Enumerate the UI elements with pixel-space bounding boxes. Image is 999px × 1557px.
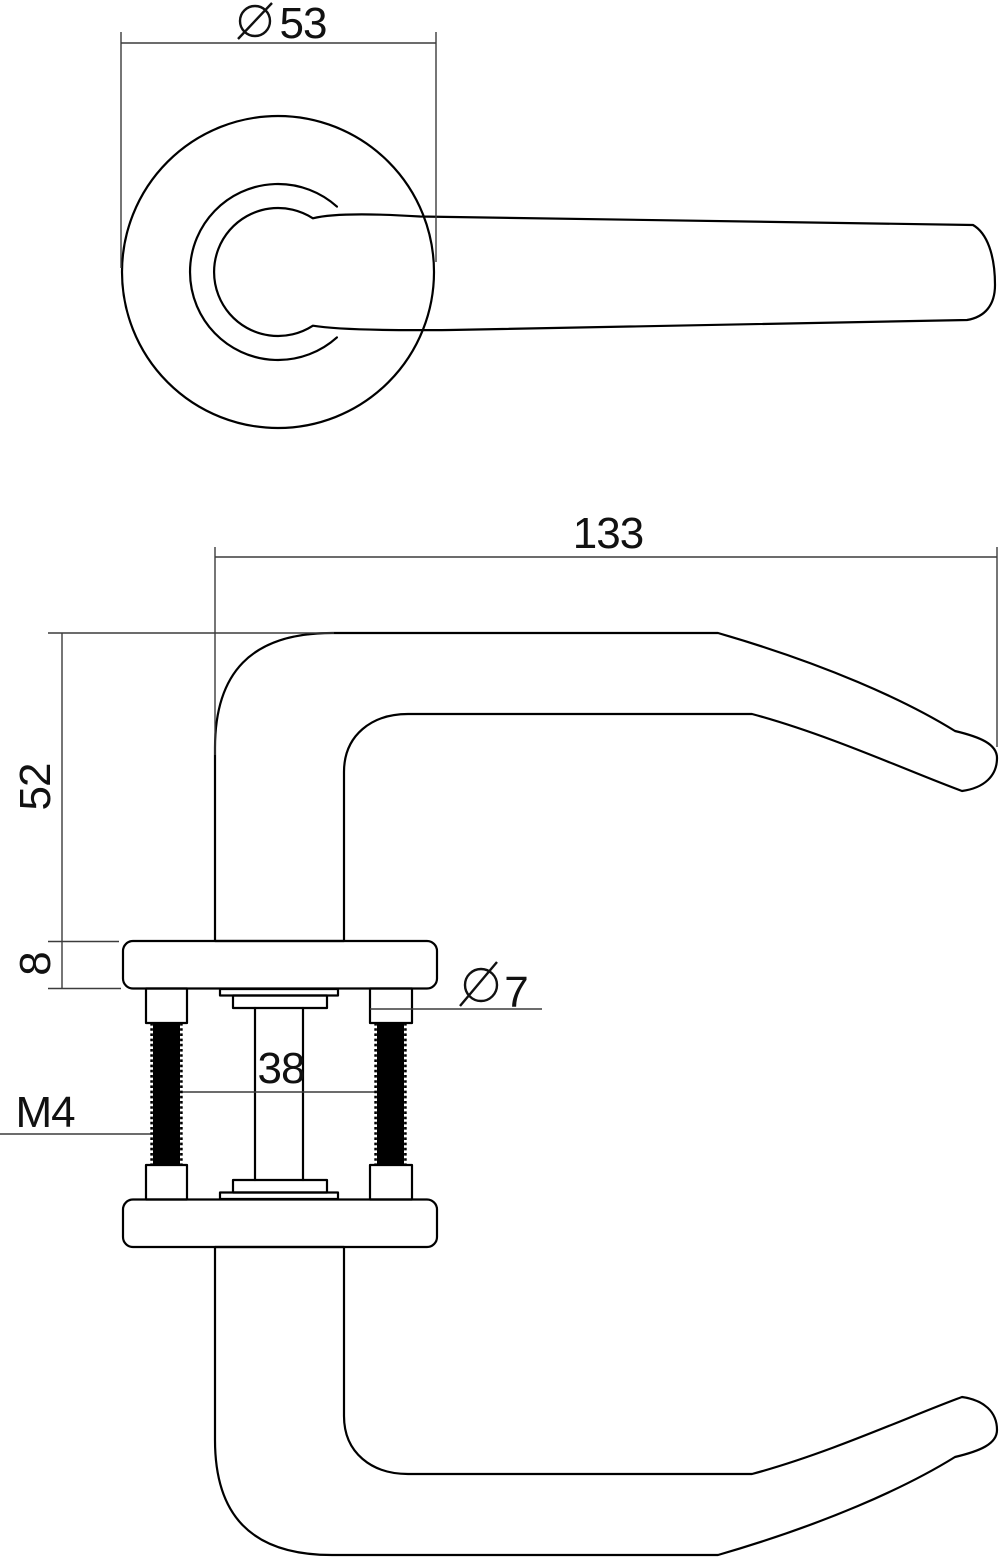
screw-head-diameter-value: 7 (504, 968, 527, 1017)
dimension-handle-height: 52 8 (11, 632, 334, 990)
diameter-icon (459, 961, 499, 1007)
handle-height-value: 52 (11, 764, 60, 811)
screw-head-left (144, 987, 189, 1025)
diameter-icon (237, 2, 273, 40)
rosette-plate (121, 939, 439, 990)
handle-assembly-upper (121, 631, 999, 1025)
lever-outline-top-view (212, 206, 997, 338)
rosette-diameter-value: 53 (280, 0, 327, 48)
dimension-rosette-diameter: 53 (120, 0, 437, 268)
side-view: 133 52 8 38 7 (0, 509, 999, 1557)
handle-profile (213, 631, 999, 943)
rosette-thickness-value: 8 (11, 952, 60, 975)
dimension-thread-size: M4 (0, 1088, 153, 1137)
collar-ring-arc (188, 182, 338, 362)
handle-assembly-lower (121, 1163, 999, 1557)
screw-spacing-value: 38 (258, 1044, 305, 1093)
dimension-screw-head-diameter: 7 (370, 961, 542, 1017)
dimension-screw-spacing: 38 (167, 1044, 391, 1093)
spindle-flange-narrow (231, 994, 329, 1010)
handle-length-value: 133 (573, 509, 643, 558)
top-view: 53 (120, 0, 997, 430)
screw-head-right (368, 987, 414, 1025)
rosette-outer-circle (120, 114, 436, 430)
threaded-rod-left (150, 1023, 183, 1165)
threaded-rod-right (374, 1023, 407, 1165)
thread-size-value: M4 (15, 1088, 75, 1137)
dimension-handle-length: 133 (214, 509, 998, 755)
